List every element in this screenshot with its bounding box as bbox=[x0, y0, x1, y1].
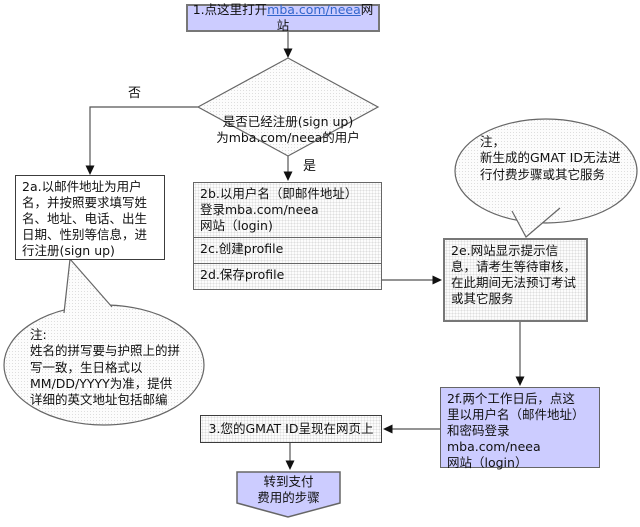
arrowhead-icons bbox=[85, 48, 525, 470]
arrowhead-icon bbox=[515, 376, 525, 386]
arrowhead-icon bbox=[432, 275, 442, 285]
connector-lines bbox=[89, 32, 521, 461]
step-2b-row: 2b.以用户名（即邮件地址） 登录mba.com/neea 网站（login) bbox=[194, 183, 381, 237]
decision-diamond-shape bbox=[196, 57, 380, 157]
end-connector-label: 转到支付 费用的步骤 bbox=[257, 473, 320, 505]
step-3-box: 3.您的GMAT ID呈现在网页上 bbox=[200, 415, 382, 443]
note-right-bubble-shape bbox=[454, 118, 638, 238]
step-2d-row: 2d.保存profile bbox=[194, 263, 381, 289]
arrowhead-icon bbox=[283, 171, 293, 181]
arrowhead-icon bbox=[285, 460, 295, 470]
steps-2bcd-box: 2b.以用户名（即邮件地址） 登录mba.com/neea 网站（login) … bbox=[193, 182, 382, 290]
label-yes: 是 bbox=[303, 159, 317, 174]
arrowhead-icon bbox=[383, 424, 393, 434]
step-1-prefix: 1.点这里打开 bbox=[192, 2, 268, 17]
decision-label: 是否已经注册(sign up) 为mba.com/neea的用户 bbox=[216, 113, 360, 145]
note-right-text: 注， 新生成的GMAT ID无法进行付费步骤或其它服务 bbox=[480, 134, 621, 182]
note-left-bubble-shape bbox=[3, 257, 205, 426]
step-2e-box: 2e.网站显示提示信息，请考生等待审核，在此期间无法预订考试或其它服务 bbox=[443, 238, 588, 322]
step-2f-box: 2f.两个工作日后，点这 里以用户名（邮件地址） 和密码登录mba.com/ne… bbox=[440, 387, 600, 470]
step-1-box: 1.点这里打开mba.com/neea网站 bbox=[186, 2, 380, 34]
end-connector-shape bbox=[236, 471, 341, 518]
note-left-text: 注: 姓名的拼写要与护照上的拼写一致，生日格式以MM/DD/YYYY为准，提供详… bbox=[30, 327, 181, 407]
step-2a-text: 2a.以邮件地址为用户名，并按照要求填写姓名、地址、电话、出生日期、性别等信息，… bbox=[22, 179, 148, 258]
label-no: 否 bbox=[128, 86, 142, 101]
step-1-text: 1.点这里打开mba.com/neea网站 bbox=[188, 2, 378, 34]
step-2a-box: 2a.以邮件地址为用户名，并按照要求填写姓名、地址、电话、出生日期、性别等信息，… bbox=[15, 175, 165, 260]
step-1-suffix: 网站 bbox=[276, 2, 374, 33]
arrowhead-icon bbox=[85, 165, 95, 175]
mba-neea-link[interactable]: mba.com/neea bbox=[267, 2, 361, 17]
step-2c-row: 2c.创建profile bbox=[194, 237, 381, 263]
arrowhead-icon bbox=[283, 48, 293, 58]
